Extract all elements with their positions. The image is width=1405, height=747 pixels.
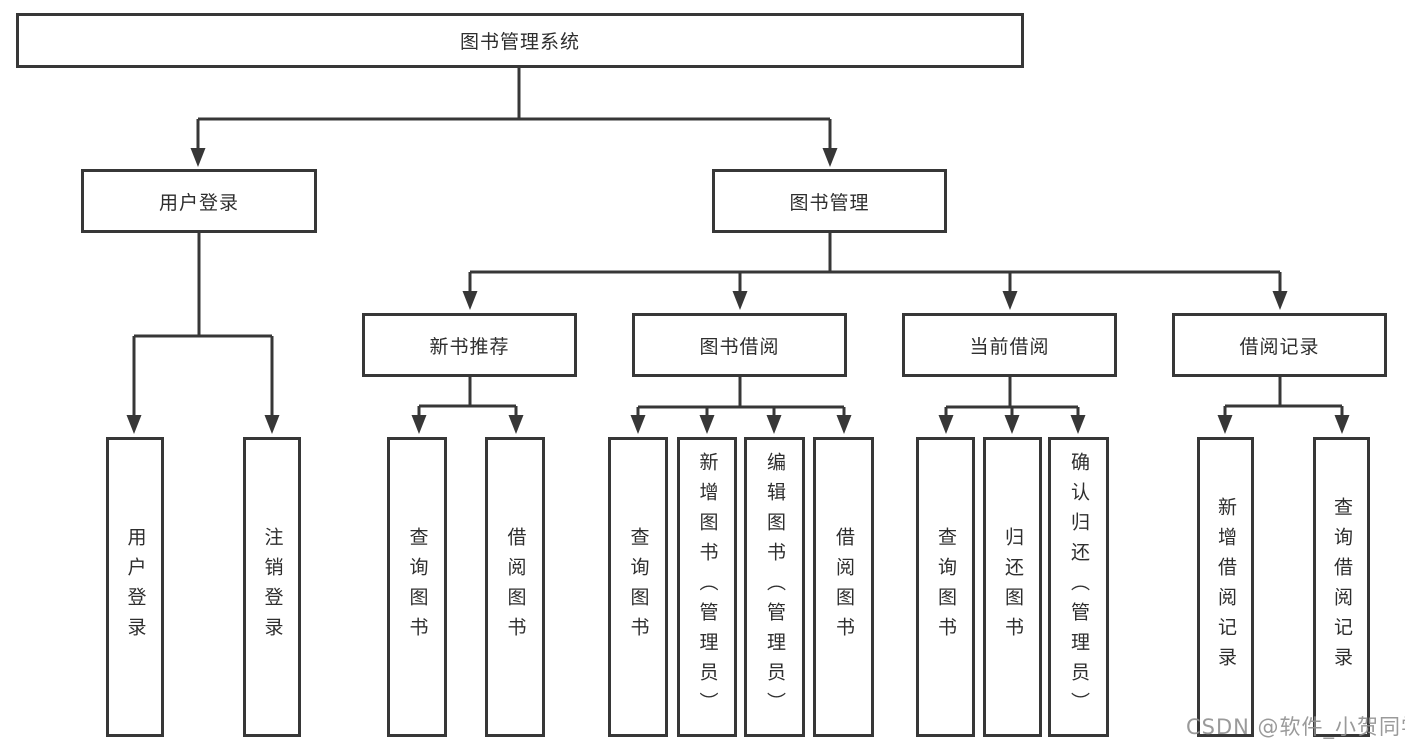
node-borrow-records: 借阅记录: [1172, 313, 1387, 377]
leaf-borrow-books-borrowing: 借阅图书: [813, 437, 874, 737]
leaf-edit-book-admin: 编辑图书（管理员）: [744, 437, 805, 737]
csdn-watermark: CSDN @软件_小贺同学: [1186, 715, 1405, 739]
leaf-query-books-borrowing: 查询图书: [608, 437, 668, 737]
node-book-management: 图书管理: [712, 169, 947, 233]
node-new-book-recommend: 新书推荐: [362, 313, 577, 377]
leaf-return-book: 归还图书: [983, 437, 1042, 737]
node-current-borrowing: 当前借阅: [902, 313, 1117, 377]
leaf-confirm-return-admin: 确认归还（管理员）: [1048, 437, 1109, 737]
leaf-add-borrow-record: 新增借阅记录: [1197, 437, 1254, 737]
node-user-login: 用户登录: [81, 169, 317, 233]
leaf-query-books-current: 查询图书: [916, 437, 975, 737]
leaf-borrow-books-recommend: 借阅图书: [485, 437, 545, 737]
leaf-logout: 注销登录: [243, 437, 301, 737]
leaf-query-borrow-record: 查询借阅记录: [1313, 437, 1370, 737]
leaf-user-login: 用户登录: [106, 437, 164, 737]
node-library-management-system: 图书管理系统: [16, 13, 1024, 68]
leaf-query-books-recommend: 查询图书: [387, 437, 447, 737]
node-book-borrowing: 图书借阅: [632, 313, 847, 377]
leaf-add-book-admin: 新增图书（管理员）: [677, 437, 737, 737]
